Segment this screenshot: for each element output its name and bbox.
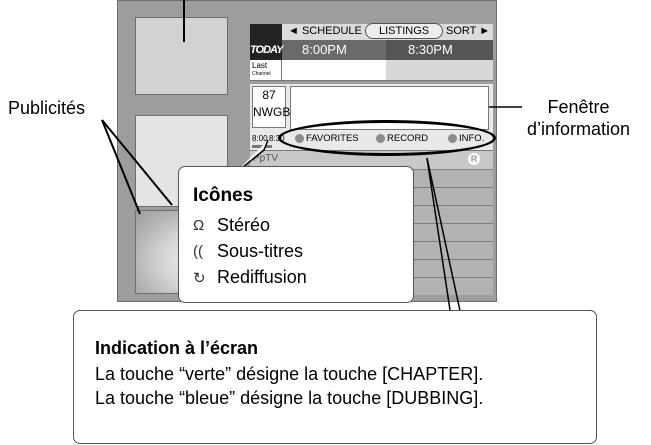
last-channel-line2: Channel	[252, 71, 271, 77]
nav-corner	[250, 24, 282, 40]
closed-caption-icon: ((	[193, 243, 203, 260]
last-channel-line1: Last	[252, 61, 268, 70]
indication-line: La touche “bleue” désigne la touche [DUB…	[95, 388, 484, 408]
channel-box: 87 NWGB	[252, 86, 291, 128]
channel-number: 87	[262, 88, 276, 102]
advertisement-panel-1[interactable]	[135, 17, 228, 95]
rerun-badge-icon: R	[468, 153, 480, 165]
legend-label: Stéréo	[217, 215, 271, 235]
time-header: TODAY 8:00PM 8:30PM	[250, 40, 493, 60]
headphones-icon: Ω	[193, 217, 205, 234]
today-label: TODAY	[250, 40, 284, 60]
fenetre-line1: Fenêtre	[547, 97, 610, 117]
legend-label: Sous-titres	[217, 241, 304, 261]
guide-nav-bar: ◄ SCHEDULE LISTINGS SORT ►	[250, 23, 493, 40]
indication-title: Indication à l’écran	[95, 338, 259, 358]
information-window-label: Fenêtre d’information	[527, 96, 630, 140]
legend-item: Ω Stéréo	[193, 215, 270, 236]
schedule-tab[interactable]: ◄ SCHEDULE	[288, 25, 362, 37]
icons-legend: Icônes Ω Stéréo (( Sous-titres ↻ Rediffu…	[178, 166, 414, 303]
last-channel-label: Last Channel	[250, 60, 282, 80]
time-range-end: 8:30	[269, 134, 285, 143]
rerun-icon: ↻	[193, 269, 206, 287]
last-channel-row[interactable]: Last Channel	[250, 60, 493, 81]
publicites-label: Publicités	[8, 98, 86, 118]
listings-tab[interactable]: LISTINGS	[365, 23, 444, 39]
legend-label: Rediffusion	[217, 267, 307, 287]
legend-item: (( Sous-titres	[193, 241, 303, 262]
icons-title: Icônes	[193, 185, 254, 206]
legend-item: ↻ Rediffusion	[193, 267, 307, 288]
fenetre-line2: d’information	[527, 119, 631, 139]
ppv-label: PpTV	[253, 153, 279, 164]
time-range-start: 8:00	[252, 134, 268, 143]
sort-tab[interactable]: SORT ►	[446, 25, 491, 37]
indication-box: Indication à l’écran La touche “verte” d…	[73, 310, 597, 444]
time-slot-1-cell	[282, 40, 386, 60]
highlight-oval	[278, 120, 496, 156]
last-channel-slot-2[interactable]	[386, 60, 493, 80]
indication-line: La touche “verte” désigne la touche [CHA…	[95, 364, 484, 384]
time-slot-1: 8:00PM	[302, 42, 347, 57]
time-slot-2: 8:30PM	[408, 42, 453, 57]
channel-name: NWGB	[253, 105, 291, 119]
